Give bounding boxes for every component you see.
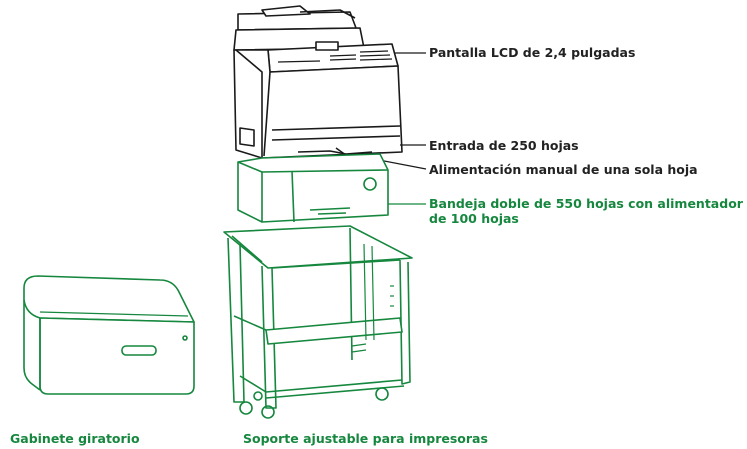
caption-cabinet: Gabinete giratorio	[10, 431, 140, 446]
printer-illustration	[233, 5, 403, 159]
callout-double-tray: Bandeja doble de 550 hojas con alimentad…	[429, 196, 743, 226]
callout-manual-feed: Alimentación manual de una sola hoja	[429, 162, 698, 177]
callout-lcd: Pantalla LCD de 2,4 pulgadas	[429, 45, 636, 60]
double-tray-illustration	[237, 153, 389, 223]
cabinet-illustration	[23, 275, 195, 395]
stand-illustration	[223, 225, 413, 419]
caption-stand: Soporte ajustable para impresoras	[243, 431, 488, 446]
callout-input-250: Entrada de 250 hojas	[429, 138, 579, 153]
